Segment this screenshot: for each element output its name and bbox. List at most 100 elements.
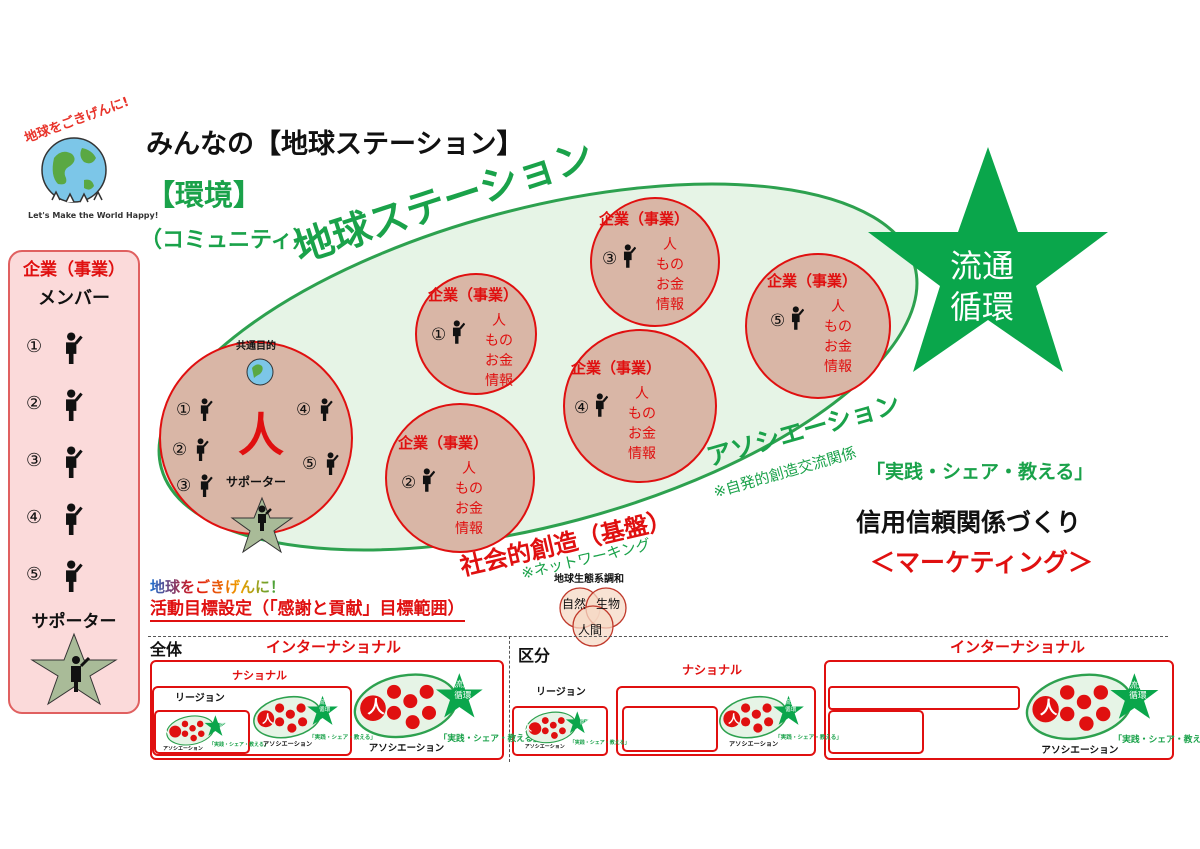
mini-diagram-div-national [719, 695, 804, 739]
mini-star-line2: 循環 [319, 706, 331, 713]
mini-association: アソシエーション [524, 744, 565, 751]
company-resource: 人 [663, 237, 677, 253]
mini-diagram-international [353, 673, 483, 739]
company-title: 企業（事業） [398, 434, 489, 452]
div-international-label: インターナショナル [950, 638, 1086, 656]
person-icon [200, 474, 213, 497]
company-resource: 情報 [656, 297, 684, 313]
panel-members-label: メンバー [38, 288, 110, 309]
mini-star-line1: 流通 [579, 715, 590, 721]
mini-diagram-region [166, 715, 227, 746]
panel-company-label: 企業（事業） [23, 260, 125, 280]
mini-star-line1: 流通 [219, 718, 230, 725]
logo: 地球をごきげんに! Let's Make the World Happy! [14, 95, 159, 228]
person-icon [595, 393, 609, 417]
scope-division-label: 区分 [518, 646, 551, 665]
mini-practice: 「実践・シェア・教える」 [309, 734, 376, 741]
mini-person: 人 [1039, 698, 1058, 719]
company-resource: 情報 [455, 521, 483, 537]
globe-logo-icon [41, 137, 107, 203]
mini-person: 人 [523, 723, 532, 733]
goals-line2: 活動目標設定（「感謝と貢献」目標範囲） [150, 601, 465, 622]
company-title: 企業（事業） [767, 272, 858, 290]
company-resource: 情報 [628, 446, 656, 462]
mini-star-line1: 流通 [1129, 680, 1147, 691]
mini-diagram-div-international [1025, 673, 1159, 741]
venn-diagram [559, 587, 627, 647]
center-member-number: ② [172, 440, 188, 460]
panel-member-number: ② [26, 393, 43, 414]
person-icon [326, 452, 339, 475]
community-label: （コミュニティ） [140, 228, 315, 253]
venn-nature: 自然 [562, 597, 587, 611]
person-icon [66, 503, 83, 536]
div-national-box [616, 686, 816, 756]
venn-title: 地球生態系調和 [554, 574, 624, 585]
mini-practice: 「実践・シェア・教える」 [569, 739, 630, 746]
company-title: 企業（事業） [599, 210, 690, 228]
div-region-label: リージョン [536, 687, 586, 698]
company-circle-1 [415, 273, 537, 395]
company-resource: もの [656, 257, 684, 273]
company-member-number: ② [401, 473, 417, 493]
all-international-box [150, 660, 504, 760]
practice-share-teach: 「実践・シェア・教える」 [866, 461, 1094, 483]
company-resource: お金 [485, 353, 513, 369]
scope-all-label: 全体 [150, 640, 183, 659]
company-resource: 人 [635, 386, 649, 402]
mini-star-line2: 循環 [785, 706, 797, 713]
mini-person: 人 [162, 726, 170, 736]
mini-person: 人 [262, 712, 274, 726]
mini-star-line1: 流通 [785, 700, 797, 707]
panel-member-number: ③ [26, 450, 43, 471]
company-circle-5 [745, 253, 891, 399]
center-supporter-person-icon [258, 505, 272, 531]
person-icon [196, 438, 209, 461]
company-circle-4 [563, 329, 717, 483]
company-resource: もの [628, 406, 656, 422]
all-region-label: リージョン [175, 693, 225, 704]
company-circle-3 [590, 197, 720, 327]
company-resource: 情報 [824, 359, 852, 375]
company-resource: 人 [831, 299, 845, 315]
panel-member-number: ① [26, 336, 43, 357]
mini-person: 人 [728, 712, 740, 726]
company-resource: 情報 [485, 373, 513, 389]
div-international-inner2 [828, 710, 924, 754]
mini-globe-icon [246, 358, 274, 386]
mini-star-line1: 流通 [454, 680, 472, 691]
person-icon [791, 306, 805, 330]
company-resource: 人 [462, 461, 476, 477]
mini-star-line2: 循環 [579, 719, 590, 726]
company-resource: お金 [455, 501, 483, 517]
company-title: 企業（事業） [571, 359, 662, 377]
page-title: みんなの【地球ステーション】 [146, 129, 524, 160]
mini-practice: 「実践・シェア・教える」 [209, 742, 269, 749]
person-icon [66, 560, 83, 593]
mini-star-line2: 循環 [219, 723, 230, 730]
mini-association: アソシエーション [263, 741, 313, 749]
marketing-label: ＜マーケティング＞ [870, 548, 1094, 577]
person-icon [452, 320, 466, 344]
mini-diagram-div-region [525, 711, 589, 744]
star-label-line2: 循環 [950, 288, 1015, 326]
star-label-line1: 流通 [950, 247, 1015, 285]
mini-association: アソシエーション [1041, 744, 1119, 756]
mini-association: アソシエーション [368, 742, 445, 754]
person-icon [66, 332, 83, 365]
company-resource: もの [824, 319, 852, 335]
div-region-box [512, 706, 608, 756]
environment-label: 【環境】 [146, 178, 263, 212]
mini-star-line1: 流通 [319, 700, 331, 707]
all-international-label: インターナショナル [266, 638, 402, 656]
scope-vertical-divider [509, 636, 510, 762]
center-member-number: ⑤ [302, 454, 318, 474]
mini-association: アソシエーション [729, 741, 779, 749]
mini-practice: 「実践・シェア・教える」 [1113, 735, 1200, 746]
center-member-number: ① [176, 400, 192, 420]
panel-member-number: ⑤ [26, 564, 43, 585]
all-region-box [154, 710, 250, 754]
circulation-star [868, 147, 1108, 372]
